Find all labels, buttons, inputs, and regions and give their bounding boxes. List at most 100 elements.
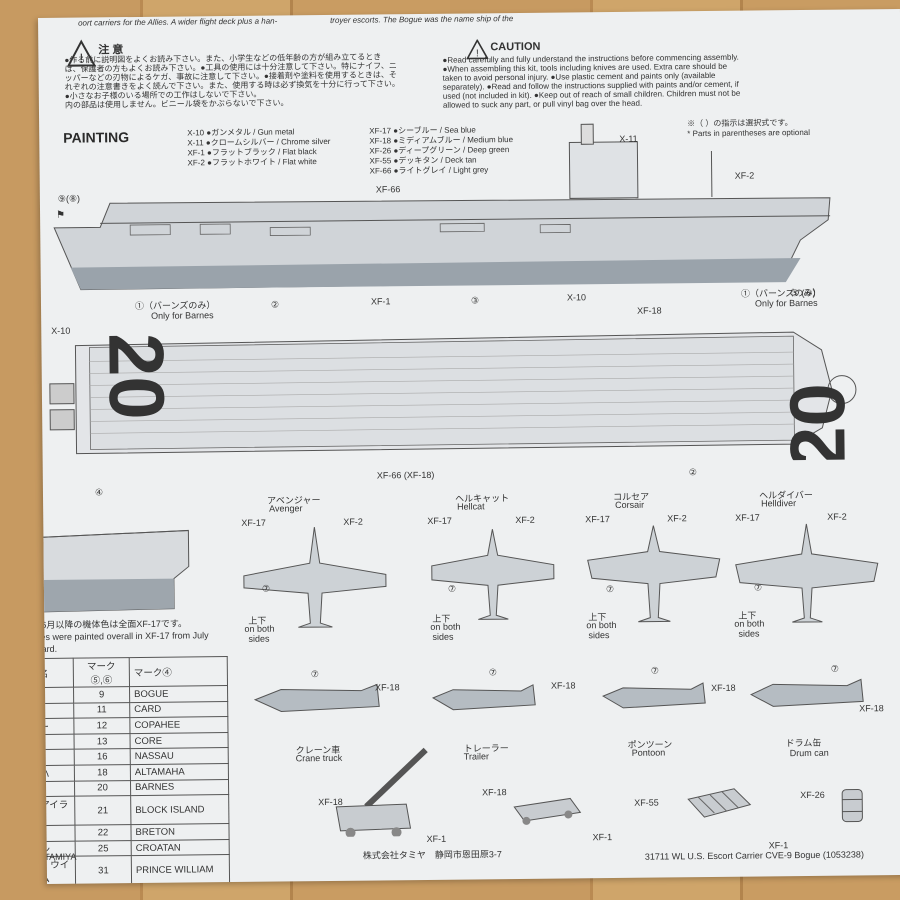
plane-avenger: アベンジャー Avenger XF-17 XF-2 ⑦ 上下 on both s…	[239, 492, 400, 734]
deck-number-right: 20	[773, 383, 862, 468]
pontoon-drawing	[687, 788, 752, 818]
label-part-7: ⑦	[830, 663, 839, 674]
table-cell: NASSAU	[130, 747, 229, 765]
table-header-row: 艦 名 マーク⑤,⑥ マーク④	[38, 656, 228, 688]
label-x10-left: X-10	[51, 325, 71, 336]
label-part-7: ⑦	[447, 583, 457, 594]
plane-hellcat: ヘルキャット Hellcat XF-17 XF-2 ⑦ 上下 on both s…	[427, 490, 580, 732]
vehicle-pontoon: ポンツーン Pontoon XF-55 XF-1	[628, 736, 789, 850]
label-both-en1: on both	[430, 621, 461, 632]
vehicle-crane-truck: クレーン車 Crane truck XF-18 XF-1	[276, 742, 447, 844]
vehicle-trailer: トレーラー Trailer XF-18 XF-1	[464, 740, 613, 842]
svg-text:⚑: ⚑	[56, 210, 65, 221]
helldiver-side-view	[750, 678, 864, 707]
vehicle-color-2: XF-1	[768, 840, 789, 851]
warning-icon: !	[66, 39, 97, 67]
flight-deck-top-view: 20 20	[49, 331, 862, 468]
table-cell: 21	[74, 795, 131, 826]
label-xf2: XF-2	[734, 170, 755, 181]
hellcat-side-view	[432, 684, 536, 711]
label-both-en2: sides	[432, 631, 454, 642]
table-cell: BLOCK ISLAND	[130, 794, 229, 825]
table-cell: CARD	[129, 701, 228, 718]
table-cell: 31	[75, 855, 132, 884]
label-xf2: XF-2	[515, 514, 535, 526]
label-part-7: ⑦	[488, 667, 498, 678]
label-both-en1: on both	[586, 619, 617, 631]
plane-name-en: Hellcat	[457, 501, 485, 512]
label-deck-bottom: XF-66 (XF-18)	[376, 469, 435, 481]
label-x11: X-11	[619, 133, 638, 144]
caution-en-line: allowed to suck any part, or pull vinyl …	[442, 98, 643, 110]
label-xf66: XF-66	[375, 184, 401, 195]
note-1944-en1: Airplanes were painted overall in XF-17 …	[38, 630, 209, 643]
label-xf17: XF-17	[427, 515, 452, 526]
avenger-top-view	[243, 527, 387, 628]
table-cell: CROATAN	[131, 839, 230, 856]
table-cell: 9	[73, 686, 130, 703]
table-cell: 18	[74, 764, 131, 781]
table-cell: 22	[74, 824, 132, 841]
footer-product: 31711 WL U.S. Escort Carrier CVE-9 Bogue…	[644, 849, 864, 862]
table-header: マーク⑤,⑥	[73, 657, 130, 688]
vehicle-color-2: XF-1	[426, 833, 447, 844]
table-cell: ALTAMAHA	[130, 763, 229, 781]
label-xf18: XF-18	[374, 682, 400, 693]
table-cell: 16	[74, 748, 131, 766]
vehicle-color-2: XF-1	[592, 832, 613, 843]
note-1944-jp: 1944年6月以降の機体色は全面XF-17です。	[38, 618, 188, 631]
label-part-7: ⑦	[310, 669, 320, 680]
instruction-sheet: oort carriers for the Allies. A wider fl…	[38, 8, 900, 884]
caution-box-jp: 注 意 ! ●作る前に説明図をよくお読み下さい。また、小学生などの低年齢の方が組…	[60, 34, 439, 112]
deck-number-left: 20	[92, 333, 181, 421]
label-part-7: ⑦	[753, 582, 763, 593]
label-both-en1: on both	[734, 618, 765, 629]
vehicle-color-1: XF-26	[800, 789, 825, 801]
footer-company: 株式会社タミヤ 静岡市恩田原3-7	[362, 849, 502, 861]
label-both-en2: sides	[588, 630, 610, 641]
table-cell: 13	[73, 733, 131, 750]
vehicle-name-en: Drum can	[789, 747, 829, 759]
label-xf18: XF-18	[711, 682, 736, 693]
warning-icon: !	[466, 39, 489, 59]
table-cell: 12	[73, 717, 130, 734]
ship-name-table: 艦 名 マーク⑤,⑥ マーク④ ーグ9BOGUE ード11CARD パヒー12C…	[38, 656, 230, 884]
caution-box-en: ! CAUTION ●Read carefully and fully unde…	[440, 32, 841, 110]
hellcat-top-view	[431, 529, 555, 620]
label-xf18: XF-18	[550, 680, 576, 691]
avenger-side-view	[253, 683, 380, 712]
plane-name-en: Corsair	[615, 499, 645, 510]
top-cut-text-left: oort carriers for the Allies. A wider fl…	[78, 16, 278, 28]
label-part-7: ⑦	[650, 665, 659, 676]
table-cell: BRETON	[130, 823, 230, 841]
svg-text:!: !	[476, 48, 479, 59]
table-cell: BARNES	[130, 779, 229, 796]
label-part-3: ③	[470, 295, 480, 306]
table-cell: COPAHEE	[129, 716, 228, 734]
crane-truck-drawing	[335, 747, 428, 838]
table-header: マーク④	[129, 656, 228, 687]
svg-text:!: !	[80, 51, 84, 66]
ship-side-view: ⚑	[53, 123, 831, 291]
table-cell: CORE	[129, 732, 229, 749]
table-cell: BOGUE	[129, 685, 228, 703]
caution-en-title: CAUTION	[490, 40, 541, 54]
label-both-en2: sides	[738, 628, 760, 639]
table-cell: PRINCE WILLIAM	[131, 854, 230, 884]
label-part-7: ⑦	[605, 583, 615, 595]
label-part-2-bottom: ②	[688, 467, 697, 478]
label-xf1: XF-1	[370, 296, 391, 307]
vehicle-drum-can: ドラム缶 Drum can XF-26	[786, 735, 887, 836]
vehicle-color-1: XF-55	[634, 797, 659, 808]
label-barnes-en-left: Only for Barnes	[151, 310, 214, 321]
label-part-4: ④	[94, 487, 104, 498]
top-cut-text-right: troyer escorts. The Bogue was the name s…	[329, 14, 514, 25]
plane-name-en: Helldiver	[761, 498, 797, 509]
drum-can-drawing	[841, 788, 863, 823]
corsair-side-view	[602, 682, 706, 709]
label-part-7: ⑦	[261, 583, 271, 594]
vehicle-color-1: XF-18	[482, 787, 507, 798]
table-cell: 25	[75, 840, 132, 857]
label-both-en1: on both	[244, 623, 275, 634]
plane-corsair: コルセア Corsair XF-17 XF-2 ⑦ 上下 on both sid…	[583, 489, 746, 731]
